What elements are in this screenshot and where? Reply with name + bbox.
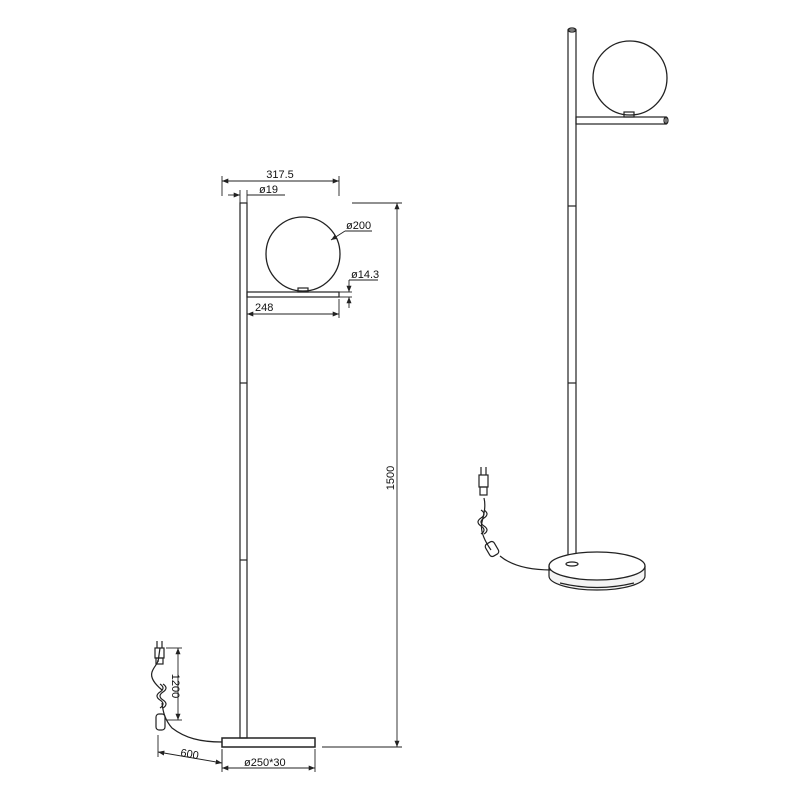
power-cord (150, 647, 223, 743)
perspective-cord-switch (484, 540, 500, 558)
dimension-globe-diameter: ø200 (330, 220, 372, 241)
lamp-base (221, 737, 316, 748)
perspective-cord-coil (477, 509, 488, 535)
total-width-label: 317.5 (266, 169, 294, 181)
perspective-arm (575, 116, 669, 125)
pole-diameter-label: ø19 (259, 184, 278, 196)
base-label: ø250*30 (244, 757, 286, 769)
perspective-globe (592, 40, 668, 116)
plug-cord-length-label: 600 (179, 747, 199, 762)
lamp-pole (239, 202, 248, 739)
cord-switch (155, 713, 166, 731)
dimension-total-width: 317.5 (221, 169, 340, 196)
dimension-cord-length: 1200 (166, 647, 182, 721)
front-elevation-view: 317.5 ø19 ø200 ø14.3 (150, 169, 402, 772)
perspective-power-cord (480, 497, 552, 571)
lamp-arm (246, 291, 340, 298)
arm-diameter-label: ø14.3 (351, 269, 379, 281)
dimension-base: ø250*30 (221, 749, 316, 772)
perspective-plug-icon (478, 467, 489, 496)
perspective-pole (567, 27, 577, 565)
globe-diameter-label: ø200 (346, 220, 371, 232)
plug-icon (154, 641, 165, 665)
cord-length-label: 1200 (169, 674, 181, 698)
dimension-plug-cord-length: 600 (157, 735, 223, 767)
cord-coil (156, 683, 167, 709)
dimension-arm-diameter: ø14.3 (339, 269, 379, 308)
arm-length-label: 248 (255, 302, 273, 314)
dimension-pole-diameter: ø19 (228, 184, 285, 203)
perspective-base (548, 551, 646, 591)
dimension-arm-length: 248 (246, 299, 340, 318)
perspective-view (477, 27, 669, 591)
dimension-total-height: 1500 (322, 202, 402, 748)
globe-shade (265, 216, 341, 292)
total-height-label: 1500 (385, 466, 397, 490)
